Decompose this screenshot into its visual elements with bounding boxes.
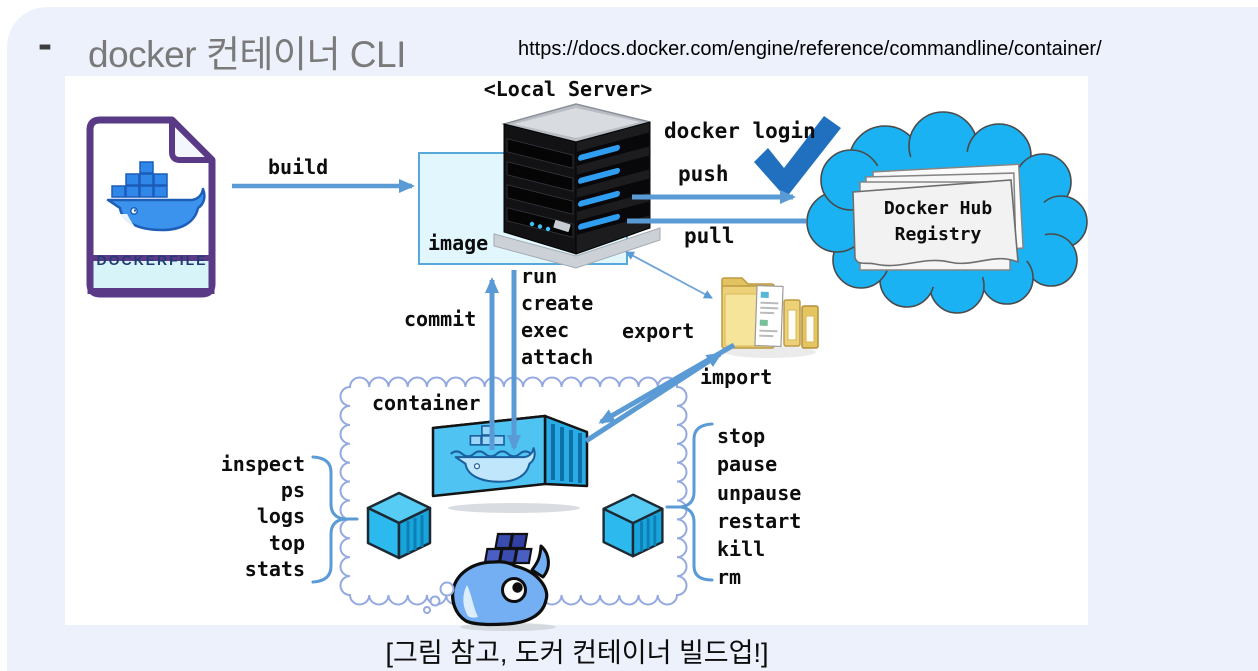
dockerfile-label: DOCKERFILE [96,252,208,268]
push-label: push [678,162,729,186]
manage-command-list: stop pause unpause restart kill rm [717,424,802,590]
checkmark-icon [754,116,841,198]
cube-icon-left [366,491,432,560]
run-create-exec-attach-labels: run create exec attach [521,264,594,369]
docker-login-label: docker login [664,119,816,143]
export-label: export [622,319,695,343]
registry-label: Docker Hub Registry [883,198,993,245]
pull-label: pull [684,224,735,248]
whale-containers [483,532,533,565]
docker-whale-icon [451,532,556,631]
image-label: image [428,231,489,255]
page-title: docker 컨테이너 CLI [88,34,406,75]
cube-icon-right [602,493,664,558]
folder-icon [721,277,819,358]
caption: [그림 참고, 도커 컨테이너 빌드업!] [385,638,769,668]
reference-url: https://docs.docker.com/engine/reference… [518,38,1102,60]
local-server-label: <Local Server> [483,77,653,101]
whale-icon [106,161,206,232]
build-label: build [268,155,329,179]
registry-papers-icon [852,163,1024,271]
container-label: container [372,391,481,415]
bullet-dash: - [38,20,52,67]
commit-label: commit [404,307,477,331]
container-box-icon [431,414,589,513]
whale-logo [450,425,536,483]
inspect-command-list: inspect ps logs top stats [220,452,305,581]
local-server-icon [493,103,661,269]
dockerfile-file-icon [86,116,216,298]
cloud-icon [806,111,1088,314]
document-icon [754,284,784,348]
import-label: import [700,365,773,389]
